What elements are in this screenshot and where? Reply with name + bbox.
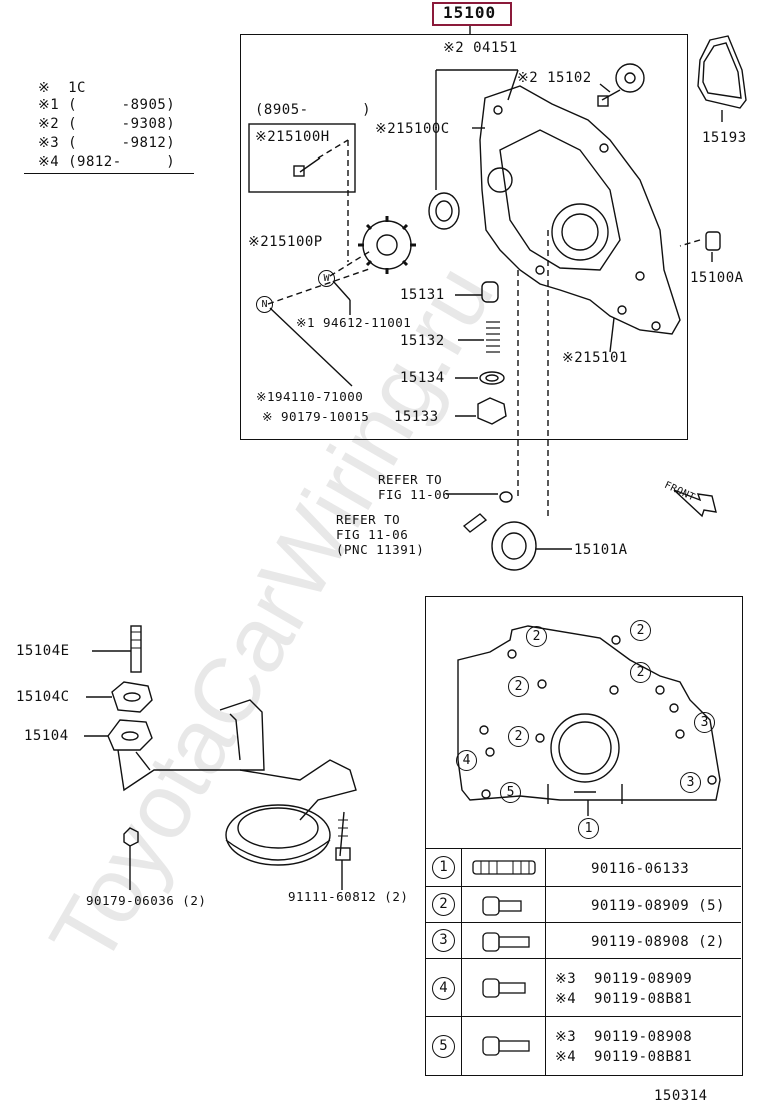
callout-4[interactable]: 4 [456, 750, 477, 771]
legend-title: ※ 1C [38, 80, 86, 96]
label-15133[interactable]: 15133 [394, 409, 439, 425]
label-204151[interactable]: ※2 04151 [443, 40, 518, 56]
bolt-table-row-5: 5 ※3 90119-08908 ※4 90119-08B81 [425, 1016, 741, 1075]
flange-bolt-icon [482, 932, 530, 952]
label-215100C[interactable]: ※215100C [375, 121, 450, 137]
label-91111-60812[interactable]: 91111-60812 (2) [288, 889, 409, 904]
bolt-part-2[interactable]: 90119-08909 (5) [591, 898, 725, 914]
refer-label-2c[interactable]: (PNC 11391) [336, 542, 425, 557]
bolt-reference-box [425, 596, 743, 1076]
callout-2[interactable]: 2 [526, 626, 547, 647]
flange-bolt-icon [482, 978, 526, 998]
bolt-table-row-1: 1 90116-06133 [425, 848, 741, 887]
bolt-part-4b[interactable]: ※4 90119-08B81 [555, 991, 693, 1007]
refer-label-2b[interactable]: FIG 11-06 [336, 527, 409, 542]
label-90179-06036[interactable]: 90179-06036 (2) [86, 893, 207, 908]
bolt-number-1: 1 [432, 856, 455, 879]
mark-n: N [256, 296, 273, 313]
bolt-number-2: 2 [432, 893, 455, 916]
label-215102[interactable]: ※2 15102 [517, 70, 592, 86]
label-15104[interactable]: 15104 [24, 728, 69, 744]
callout-3[interactable]: 3 [680, 772, 701, 793]
diagram-id: 150314 [654, 1088, 708, 1104]
legend-row-1: ※1 ( -8905) [38, 97, 176, 113]
label-15193[interactable]: 15193 [702, 130, 747, 146]
callout-3[interactable]: 3 [694, 712, 715, 733]
bolt-part-3[interactable]: 90119-08908 (2) [591, 934, 725, 950]
callout-2[interactable]: 2 [630, 662, 651, 683]
label-15100A[interactable]: 15100A [690, 270, 744, 286]
upper-assembly-box [240, 34, 688, 440]
label-90179-10015[interactable]: ※ 90179-10015 [262, 409, 370, 424]
callout-2[interactable]: 2 [508, 676, 529, 697]
label-15104C[interactable]: 15104C [16, 689, 70, 705]
callout-1[interactable]: 1 [578, 818, 599, 839]
header-part-number: 15100 [443, 3, 497, 22]
bolt-number-4: 4 [432, 977, 455, 1000]
label-15134[interactable]: 15134 [400, 370, 445, 386]
part-number-box[interactable] [432, 2, 512, 26]
legend-row-2: ※2 ( -9308) [38, 116, 176, 132]
label-194110[interactable]: ※194110-71000 [256, 389, 364, 404]
legend-row-3: ※3 ( -9812) [38, 135, 176, 151]
callout-2[interactable]: 2 [630, 620, 651, 641]
bolt-part-5a[interactable]: ※3 90119-08908 [555, 1029, 693, 1045]
bolt-table-row-3: 3 90119-08908 (2) [425, 922, 741, 959]
bolt-part-1[interactable]: 90116-06133 [591, 861, 690, 877]
stud-bolt-icon [472, 860, 536, 875]
label-15131[interactable]: 15131 [400, 287, 445, 303]
label-94612[interactable]: ※1 94612-11001 [296, 315, 412, 330]
legend-row-4: ※4 (9812- ) [38, 154, 176, 170]
bolt-table-row-2: 2 90119-08909 (5) [425, 886, 741, 923]
label-15104E[interactable]: 15104E [16, 643, 70, 659]
bolt-number-5: 5 [432, 1035, 455, 1058]
flange-bolt-icon [482, 896, 522, 916]
bolt-part-4a[interactable]: ※3 90119-08909 [555, 971, 693, 987]
label-8905: (8905- ) [255, 102, 372, 118]
bolt-part-5b[interactable]: ※4 90119-08B81 [555, 1049, 693, 1065]
label-15101A[interactable]: 15101A [574, 542, 628, 558]
bolt-number-3: 3 [432, 929, 455, 952]
label-215100H[interactable]: ※215100H [255, 129, 330, 145]
mark-w: W [318, 270, 335, 287]
refer-label-1a[interactable]: REFER TO [378, 472, 443, 487]
flange-bolt-icon [482, 1036, 530, 1056]
callout-5[interactable]: 5 [500, 782, 521, 803]
label-215100P[interactable]: ※215100P [248, 234, 323, 250]
callout-2[interactable]: 2 [508, 726, 529, 747]
legend-underline [24, 173, 194, 175]
label-215101[interactable]: ※215101 [562, 350, 628, 366]
label-15132[interactable]: 15132 [400, 333, 445, 349]
refer-label-1b[interactable]: FIG 11-06 [378, 487, 451, 502]
bolt-table-row-4: 4 ※3 90119-08909 ※4 90119-08B81 [425, 958, 741, 1017]
refer-label-2a[interactable]: REFER TO [336, 512, 401, 527]
